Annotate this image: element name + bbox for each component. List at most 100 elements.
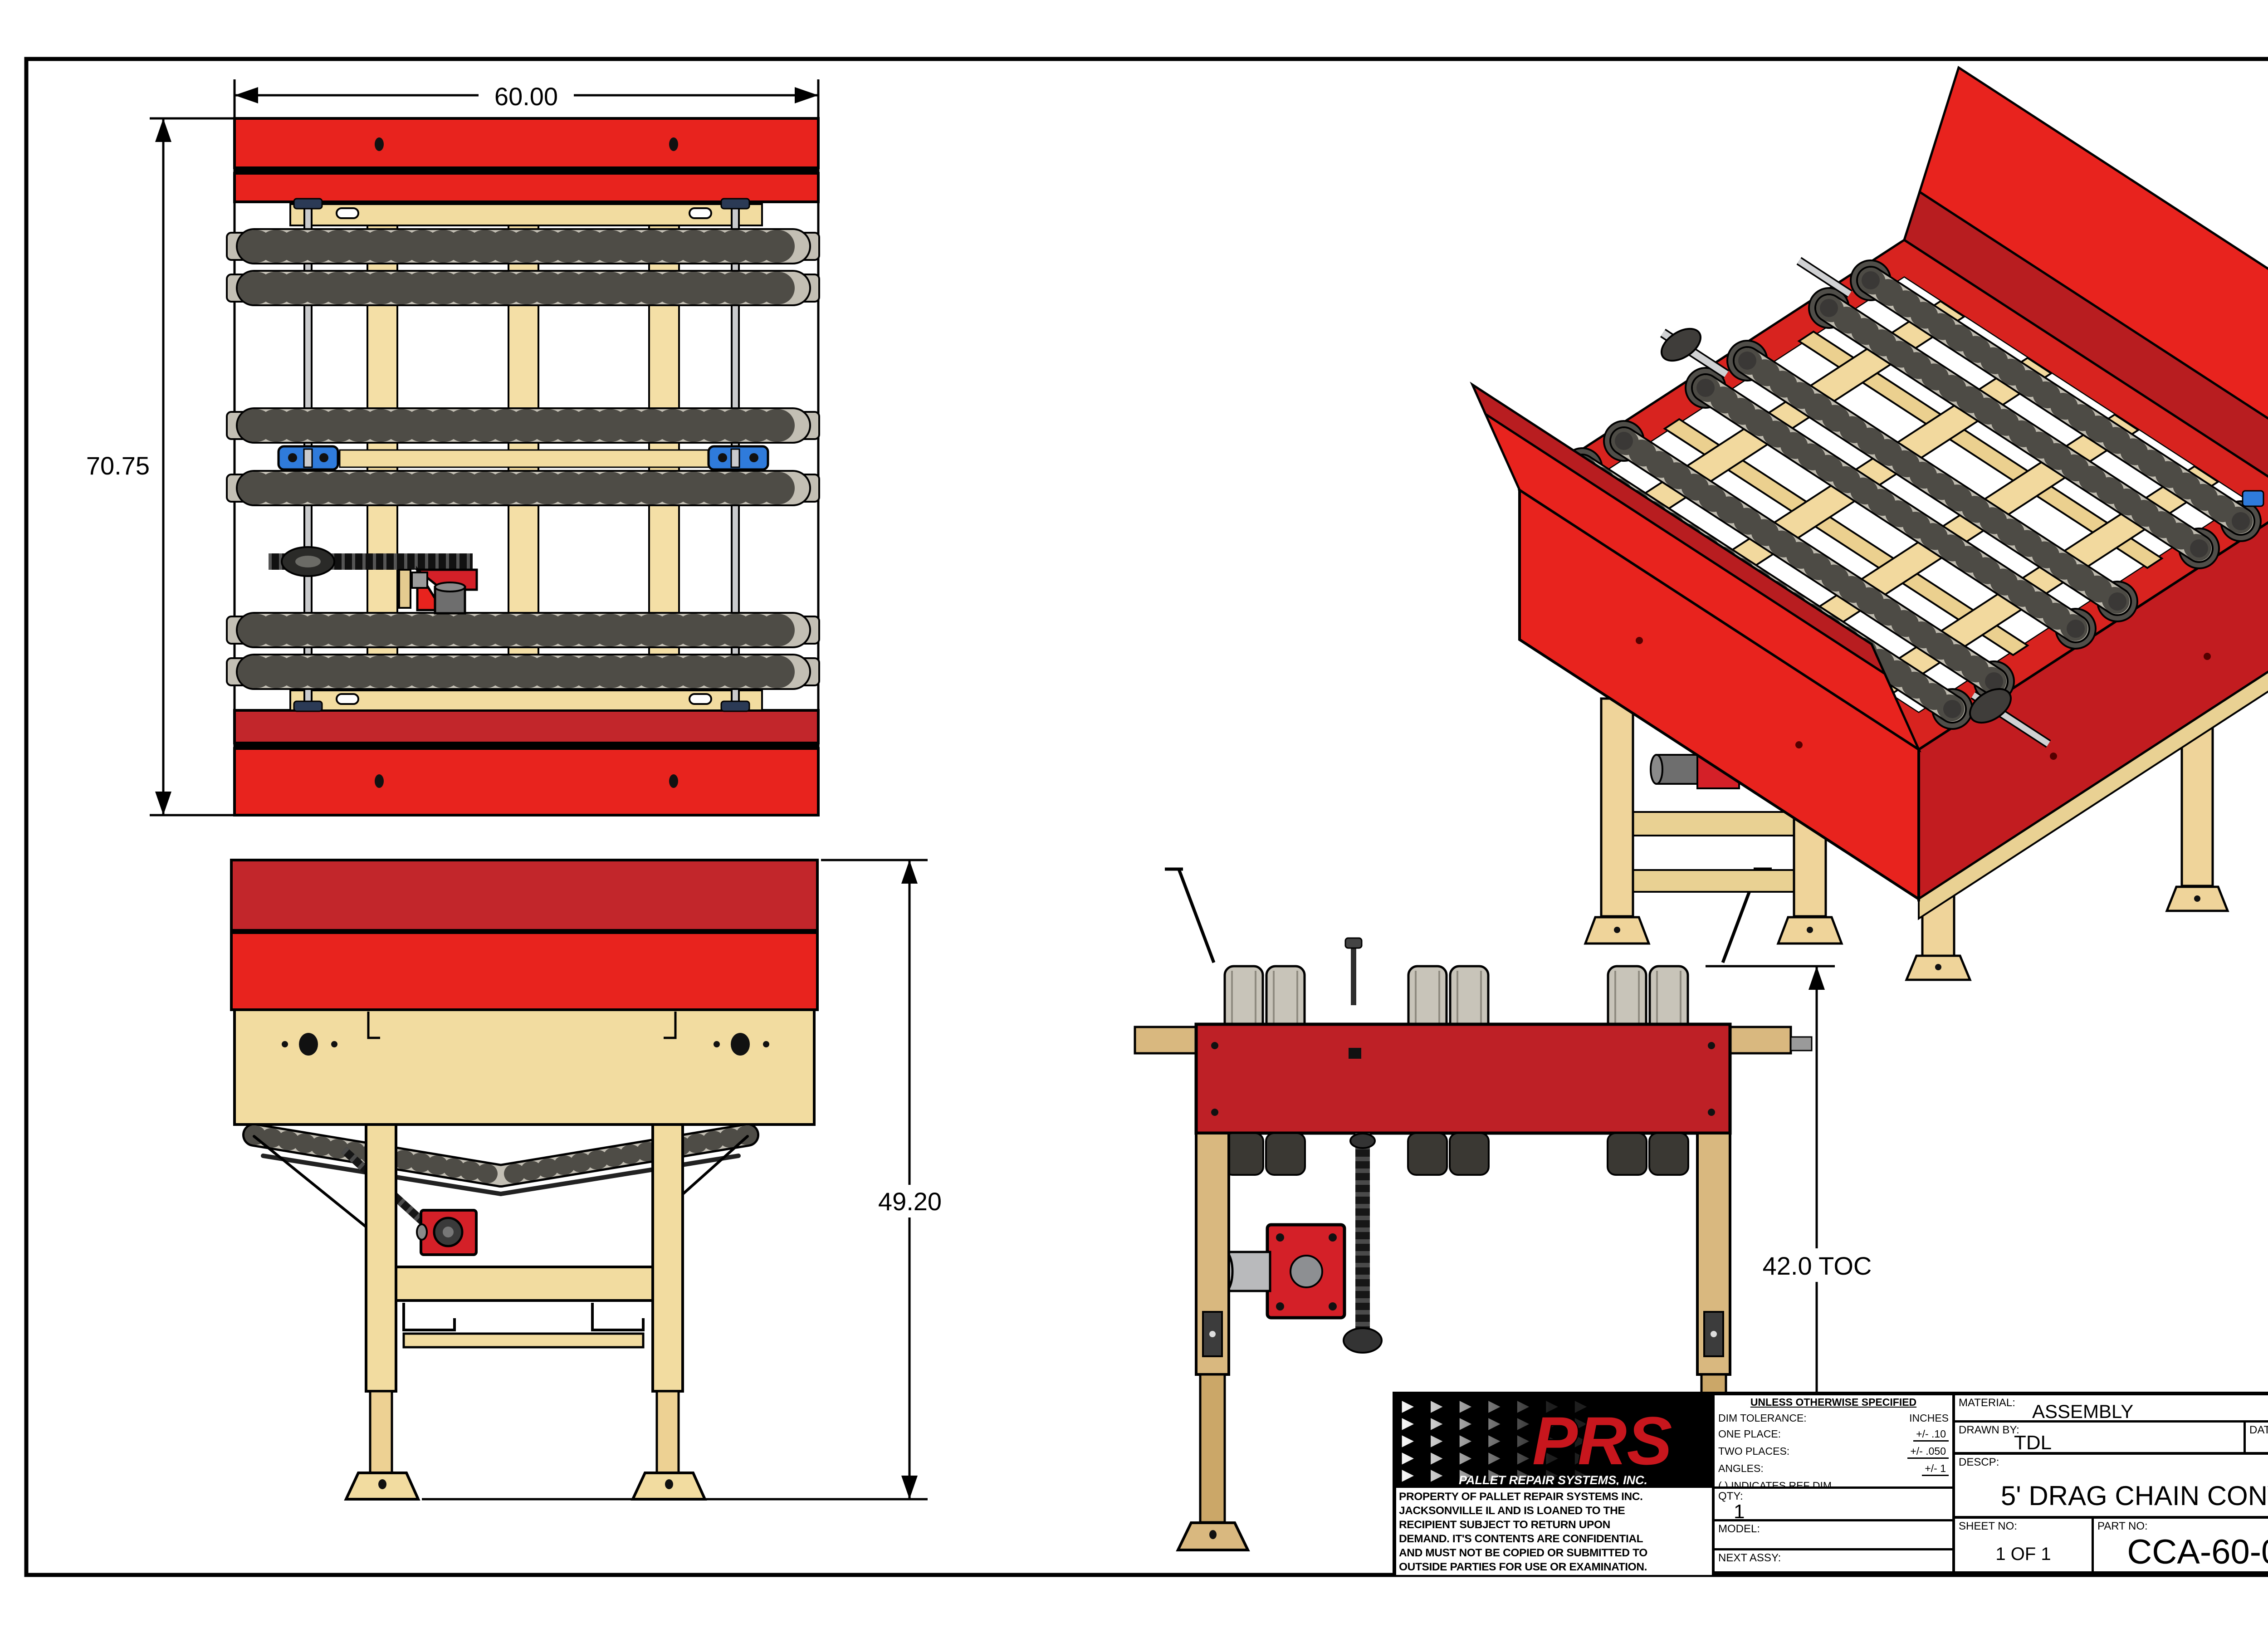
guard-hole xyxy=(375,774,384,788)
property-note-line: PROPERTY OF PALLET REPAIR SYSTEMS INC. xyxy=(1399,1491,1643,1503)
sheet-label: SHEET NO: xyxy=(1959,1520,2017,1532)
plan-dim-width: 60.00 xyxy=(233,79,820,136)
logo-tagline: PALLET REPAIR SYSTEMS, INC. xyxy=(1459,1473,1647,1487)
qty-label: QTY: xyxy=(1718,1490,1743,1502)
iso-view xyxy=(1470,66,2268,981)
iso-leg-right xyxy=(2180,718,2214,887)
model-cell: MODEL: xyxy=(1715,1521,1955,1550)
spec-value: INCHES xyxy=(1909,1412,1949,1424)
material-cell: MATERIAL: ASSEMBLY xyxy=(1955,1395,2268,1423)
spec-value: +/- .050 xyxy=(1907,1445,1949,1459)
property-note-line: RECIPIENT SUBJECT TO RETURN UPON xyxy=(1399,1519,1610,1531)
plan-chain-rows xyxy=(226,228,820,690)
plan-drive-unit xyxy=(269,546,478,615)
svg-text:►►►►►►►: ►►►►►►► xyxy=(1398,1447,1600,1469)
plan-wood-rail-bottom xyxy=(289,689,763,711)
svg-text:►►►►►►►: ►►►►►►► xyxy=(1398,1464,1600,1486)
front-dim-height: 49.20 xyxy=(422,859,963,1501)
front-guard xyxy=(230,859,819,1011)
part-value: CCA-60-01 xyxy=(2127,1533,2268,1571)
qty-value: 1 xyxy=(1734,1501,1745,1521)
spec-header: UNLESS OTHERWISE SPECIFIED xyxy=(1750,1396,1917,1408)
front-cross-beam xyxy=(395,1266,654,1302)
iso-shafts xyxy=(1660,257,2264,748)
plan-bottom-guard xyxy=(233,709,820,816)
model-label: MODEL: xyxy=(1718,1523,1760,1535)
front-wood-panel xyxy=(233,1008,816,1126)
front-leg-left xyxy=(365,1123,397,1393)
drawing-frame-border xyxy=(24,57,2268,1577)
material-label: MATERIAL: xyxy=(1959,1397,2015,1409)
side-drive-unit xyxy=(1216,1133,1383,1354)
guard-hole xyxy=(669,774,678,788)
spec-value: +/- .10 xyxy=(1913,1428,1949,1442)
descp-label: DESCP: xyxy=(1959,1456,1999,1468)
chain-row xyxy=(226,407,820,444)
side-view: 42.0 TOC xyxy=(1134,867,1901,1551)
spec-label: DIM TOLERANCE: xyxy=(1718,1412,1807,1424)
property-note: PROPERTY OF PALLET REPAIR SYSTEMS INC. J… xyxy=(1396,1488,1715,1575)
side-dim-height-label: 42.0 TOC xyxy=(1763,1252,1872,1280)
front-panel-holes xyxy=(282,1012,769,1056)
part-label: PART NO: xyxy=(2097,1520,2148,1532)
iso-deck-floor xyxy=(1578,278,2245,712)
iso-underframe-edge xyxy=(1918,671,2268,920)
front-legs xyxy=(344,1123,707,1501)
date-cell: DATE: xyxy=(2246,1423,2268,1455)
property-note-line: JACKSONVILLE IL AND IS LOANED TO THE xyxy=(1399,1505,1625,1517)
spec-value: +/- 1 xyxy=(1922,1462,1949,1476)
plan-dim-height-label: 70.75 xyxy=(86,451,150,480)
plan-dim-width-label: 60.00 xyxy=(494,82,558,111)
chain-row xyxy=(226,654,820,690)
svg-text:►►►►►►►: ►►►►►►► xyxy=(1398,1395,1600,1417)
iso-wood-rails xyxy=(1612,300,2220,695)
spec-label: TWO PLACES: xyxy=(1718,1445,1790,1457)
chain-row xyxy=(226,470,820,506)
side-panel xyxy=(1194,1022,1732,1135)
material-value: ASSEMBLY xyxy=(2032,1401,2134,1422)
iso-leg-left-front xyxy=(1600,697,1634,918)
property-note-line: OUTSIDE PARTIES FOR USE OR EXAMINATION. xyxy=(1399,1561,1647,1573)
chain-row xyxy=(226,270,820,306)
iso-near-guard xyxy=(1470,381,1921,753)
qty-cell: QTY: 1 xyxy=(1715,1489,1955,1521)
descp-value: 5' DRAG CHAIN CONVEYOR xyxy=(2000,1481,2268,1511)
plan-bearing-row xyxy=(277,445,769,471)
front-leg-right xyxy=(651,1123,684,1393)
prs-logo: ►►►►►►► ►►►►►►► ►►►►►►► ►►►►►►► ►►►►►►► … xyxy=(1396,1395,1715,1488)
descp-cell: DESCP: 5' DRAG CHAIN CONVEYOR xyxy=(1955,1455,2268,1519)
logo-brand-text: PRS xyxy=(1532,1403,1672,1479)
title-block: ►►►►►►► ►►►►►►► ►►►►►►► ►►►►►►► ►►►►►►► … xyxy=(1393,1392,2268,1575)
logo-arrows-pattern: ►►►►►►► ►►►►►►► ►►►►►►► ►►►►►►► ►►►►►►► xyxy=(1398,1395,1600,1486)
property-note-line: DEMAND. IT'S CONTENTS ARE CONFIDENTIAL xyxy=(1399,1533,1643,1545)
iso-bearing xyxy=(2242,490,2264,507)
drawn-by-value: TDL xyxy=(2014,1432,2052,1454)
spec-ref-note: ( ) INDICATES REF DIM xyxy=(1718,1480,1832,1489)
svg-text:►►►►►►►: ►►►►►►► xyxy=(1398,1412,1600,1434)
part-cell: PART NO: CCA-60-01 xyxy=(2094,1519,2268,1571)
side-chain-stacks xyxy=(1223,1132,1689,1176)
front-view: 49.20 xyxy=(230,859,963,1501)
spec-label: ONE PLACE: xyxy=(1718,1428,1781,1440)
chain-row xyxy=(226,612,820,648)
plan-view: 60.00 70.75 xyxy=(86,79,820,816)
svg-text:►►►►►►►: ►►►►►►► xyxy=(1398,1429,1600,1452)
guard-hole xyxy=(375,137,384,151)
plan-wood-rail-top xyxy=(289,203,763,226)
drawn-by-label: DRAWN BY: xyxy=(1959,1424,2019,1436)
front-dim-height-label: 49.20 xyxy=(878,1187,942,1216)
plan-dim-height: 70.75 xyxy=(86,117,235,816)
sheet-value: 1 OF 1 xyxy=(1995,1544,2051,1564)
guard-hole xyxy=(669,137,678,151)
tolerance-spec-box: UNLESS OTHERWISE SPECIFIED DIM TOLERANCE… xyxy=(1715,1395,1955,1489)
side-rollers xyxy=(1223,937,1689,1036)
date-label: DATE: xyxy=(2249,1424,2268,1436)
plan-top-guard xyxy=(233,117,820,203)
spec-label: ANGLES: xyxy=(1718,1462,1764,1474)
drawn-by-cell: DRAWN BY: TDL xyxy=(1955,1423,2246,1455)
iso-motor-cylinder xyxy=(1656,754,1699,785)
next-assy-label: NEXT ASSY: xyxy=(1718,1552,1781,1564)
next-assy-cell: NEXT ASSY: xyxy=(1715,1550,1955,1571)
